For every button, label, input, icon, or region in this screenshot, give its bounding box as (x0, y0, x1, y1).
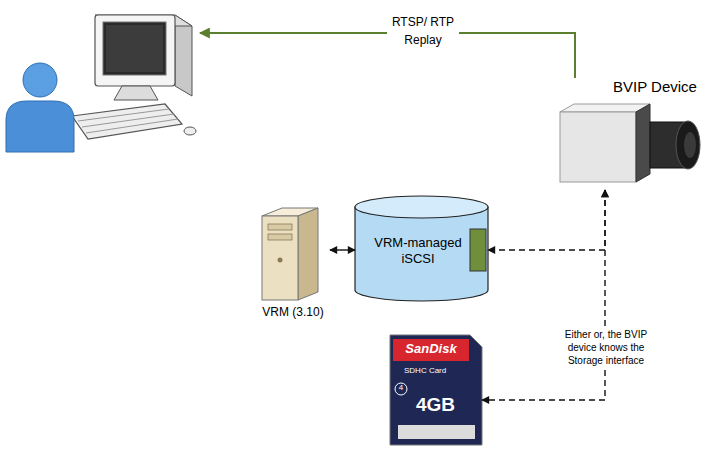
capacity-text: 4GB (416, 393, 476, 416)
sd-card-brand-band (393, 339, 469, 361)
key-row (82, 114, 174, 127)
monitor-bezel (95, 15, 175, 86)
vrm-server: VRM (3.10) (255, 205, 330, 320)
storage-port (470, 229, 486, 271)
card-type-text: SDHC Card (404, 366, 474, 376)
drive-bay (268, 224, 292, 230)
sd-card: SanDiskSDHC Card 4 4GB (390, 335, 482, 445)
server-tower (262, 208, 318, 300)
device-heading: BVIP Device (605, 78, 705, 96)
ip-camera-illustration (560, 104, 700, 182)
user-head (23, 63, 57, 97)
camera-lens-glass (684, 132, 696, 158)
storage-link (482, 190, 605, 400)
storage-cylinder (355, 196, 488, 301)
keyboard (72, 104, 196, 139)
sd-card-write-area (398, 425, 475, 439)
storage-link (488, 190, 605, 250)
cylinder-top (355, 196, 488, 218)
cylinder-body (355, 207, 488, 301)
speed-class-number: 4 (395, 383, 407, 393)
camera-lens-ring (676, 121, 700, 169)
server-label: VRM (3.10) (243, 305, 343, 319)
key-row (78, 109, 169, 121)
monitor-screen-inner (106, 25, 163, 72)
camera-front (636, 104, 650, 182)
storage-note: Either or, the BVIP device knows the Sto… (552, 328, 660, 367)
edge-label: RTSP/ RTP Replay (387, 13, 459, 49)
sd-card-body (390, 335, 482, 445)
user-figure (6, 63, 74, 152)
iscsi-storage: VRM-managed iSCSI (355, 195, 488, 302)
power-button (278, 258, 283, 263)
mouse (184, 127, 196, 135)
server-side (298, 208, 318, 300)
storage-label: VRM-managed iSCSI (363, 235, 473, 267)
monitor-screen (103, 22, 166, 75)
monitor-stand (114, 86, 158, 100)
camera-top (560, 104, 650, 112)
client-workstation (0, 0, 200, 155)
server-front (262, 216, 298, 300)
sd-card-illustration (390, 335, 482, 445)
management-link (330, 249, 355, 250)
computer-monitor (95, 15, 192, 100)
ip-camera: BVIP Device (555, 78, 705, 190)
key-row (86, 119, 178, 133)
drive-bay (268, 234, 292, 240)
camera-body (560, 112, 636, 182)
speed-class-ring (395, 383, 407, 395)
user-body (6, 101, 74, 152)
monitor-side (175, 15, 192, 96)
brand-text: SanDisk (393, 341, 469, 357)
keyboard-body (72, 104, 182, 139)
